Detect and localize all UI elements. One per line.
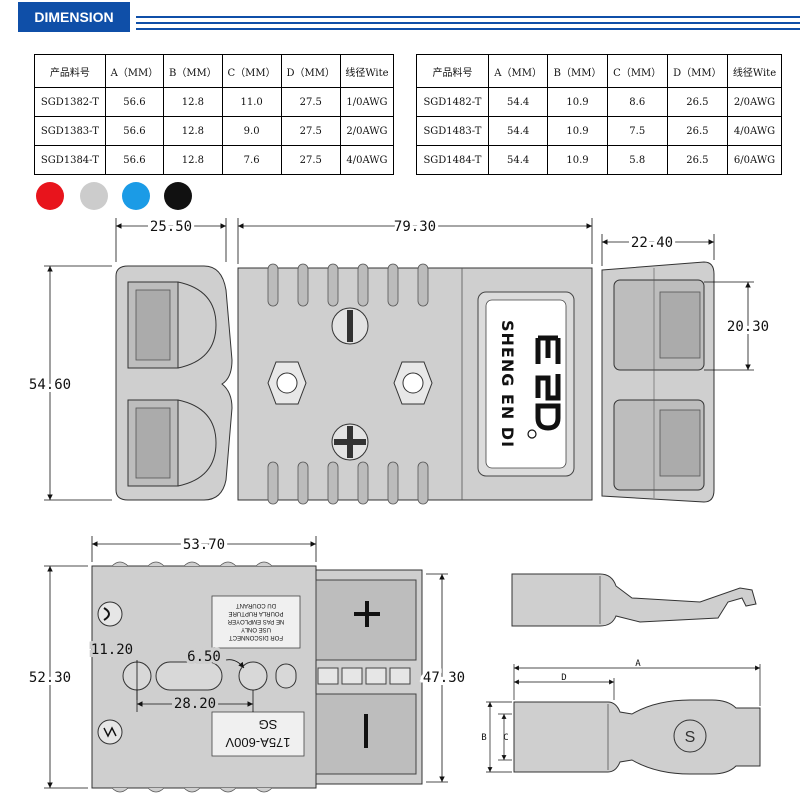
table-cell: 12.8 — [163, 145, 223, 175]
label-line: FOR DISCONNECT — [229, 634, 283, 640]
table-cell: 12.8 — [163, 87, 223, 117]
section-header: DIMENSION — [0, 0, 800, 36]
table-cell: 12.8 — [163, 116, 223, 146]
table-cell: SGD1482-T — [416, 87, 489, 117]
column-header: 线径Wite — [339, 54, 395, 88]
color-swatch-black — [164, 182, 192, 210]
table-cell: 6/0AWG — [727, 145, 782, 175]
table-row: SGD1483-T 54.4 10.9 7.5 26.5 4/0AWG — [416, 116, 782, 146]
dim-label: B — [481, 733, 486, 743]
column-header: 产品料号 — [34, 54, 106, 88]
table-cell: 27.5 — [280, 87, 341, 117]
table-row: SGD1384-T 56.6 12.8 7.6 27.5 4/0AWG — [34, 145, 395, 175]
terminal-side-view — [511, 573, 757, 627]
rating-value: 175A-600V — [225, 735, 290, 750]
plus-icon-v — [365, 601, 369, 627]
column-header: D（MM） — [280, 54, 341, 88]
dim-label: 6.50 — [187, 649, 221, 665]
table-cell: 10.9 — [547, 145, 608, 175]
table-cell: 2/0AWG — [339, 116, 395, 146]
label-line: NE PAS EMPLOYER — [227, 618, 284, 624]
dim-label: 53.70 — [183, 537, 225, 553]
minus-icon — [364, 714, 368, 748]
table-cell: 2/0AWG — [727, 87, 782, 117]
brand-name: SHENG EN DI — [498, 320, 517, 448]
table-row: SGD1484-T 54.4 10.9 5.8 26.5 6/0AWG — [416, 145, 782, 175]
table-cell: 56.6 — [104, 145, 165, 175]
table-cell: 27.5 — [280, 145, 341, 175]
table-cell: SGD1382-T — [34, 87, 106, 117]
dim-label: D — [561, 673, 566, 683]
spec-table-left: 产品料号 A（MM） B（MM） C（MM） D（MM） 线径Wite SGD1… — [34, 54, 395, 175]
table-row: SGD1383-T 56.6 12.8 9.0 27.5 2/0AWG — [34, 116, 395, 146]
table-cell: 54.4 — [487, 145, 549, 175]
table-cell: 11.0 — [221, 87, 282, 117]
dim-label: A — [635, 659, 641, 669]
header-rule — [136, 22, 800, 24]
table-cell: 10.9 — [547, 116, 608, 146]
table-cell: 7.5 — [606, 116, 668, 146]
face-view: FOR DISCONNECT USE ONLY NE PAS EMPLOYER … — [91, 561, 423, 793]
label-line: USE ONLY — [241, 626, 271, 632]
column-header: B（MM） — [163, 54, 223, 88]
rating-brand: SG — [259, 717, 278, 732]
dim-label: 47.30 — [423, 670, 465, 686]
side-view-right — [601, 261, 715, 503]
table-cell: SGD1484-T — [416, 145, 489, 175]
table-cell: 1/0AWG — [339, 87, 395, 117]
terminal-dimension-lines — [486, 664, 761, 773]
label-line: POURLA RUPTURE — [228, 610, 283, 616]
column-header: D（MM） — [666, 54, 729, 88]
table-cell: 54.4 — [487, 87, 549, 117]
spec-table-right: 产品料号 A（MM） B（MM） C（MM） D（MM） 线径Wite SGD1… — [416, 54, 782, 175]
table-cell: 54.4 — [487, 116, 549, 146]
dim-label: 54.60 — [29, 377, 71, 393]
header-rule — [136, 16, 800, 18]
dim-label: 20.30 — [727, 319, 769, 335]
dimension-lines-top — [44, 218, 754, 501]
dimension-lines-bottom — [44, 536, 448, 789]
color-swatch-grey — [80, 182, 108, 210]
top-view-body: SHENG EN DI — [237, 263, 593, 505]
table-cell: 8.6 — [606, 87, 668, 117]
table-cell: 9.0 — [221, 116, 282, 146]
color-swatch-red — [36, 182, 64, 210]
table-cell: 5.8 — [606, 145, 668, 175]
dimension-labels-top: 25.50 79.30 22.40 54.60 20.30 — [26, 216, 772, 396]
table-cell: 56.6 — [104, 116, 165, 146]
terminal-dimension-labels: A D B C — [481, 659, 641, 743]
column-header: B（MM） — [547, 54, 608, 88]
dim-label: 79.30 — [394, 219, 436, 235]
terminal-mark: S — [685, 729, 696, 746]
dim-label: 25.50 — [150, 219, 192, 235]
table-cell: 26.5 — [666, 145, 729, 175]
table-cell: 4/0AWG — [727, 116, 782, 146]
dim-label: C — [503, 733, 508, 743]
dimension-labels-bottom: 53.70 52.30 47.30 11.20 6.50 28.20 — [26, 534, 468, 715]
brand-logo-icon — [527, 335, 561, 439]
table-cell: 27.5 — [280, 116, 341, 146]
table-cell: SGD1384-T — [34, 145, 106, 175]
table-row: SGD1482-T 54.4 10.9 8.6 26.5 2/0AWG — [416, 87, 782, 117]
terminal-top-view: S — [513, 699, 761, 775]
color-swatch-blue — [122, 182, 150, 210]
dim-label: 52.30 — [29, 670, 71, 686]
table-cell: 26.5 — [666, 116, 729, 146]
label-line: DU COURANT — [236, 602, 276, 608]
dim-label: 28.20 — [174, 696, 216, 712]
table-row: SGD1382-T 56.6 12.8 11.0 27.5 1/0AWG — [34, 87, 395, 117]
table-cell: 4/0AWG — [339, 145, 395, 175]
header-rule — [136, 28, 800, 30]
table-cell: 7.6 — [221, 145, 282, 175]
table-cell: SGD1383-T — [34, 116, 106, 146]
dim-label: 22.40 — [631, 235, 673, 251]
section-title: DIMENSION — [18, 2, 130, 32]
end-view-left — [115, 265, 233, 501]
dim-label: 11.20 — [91, 642, 133, 658]
